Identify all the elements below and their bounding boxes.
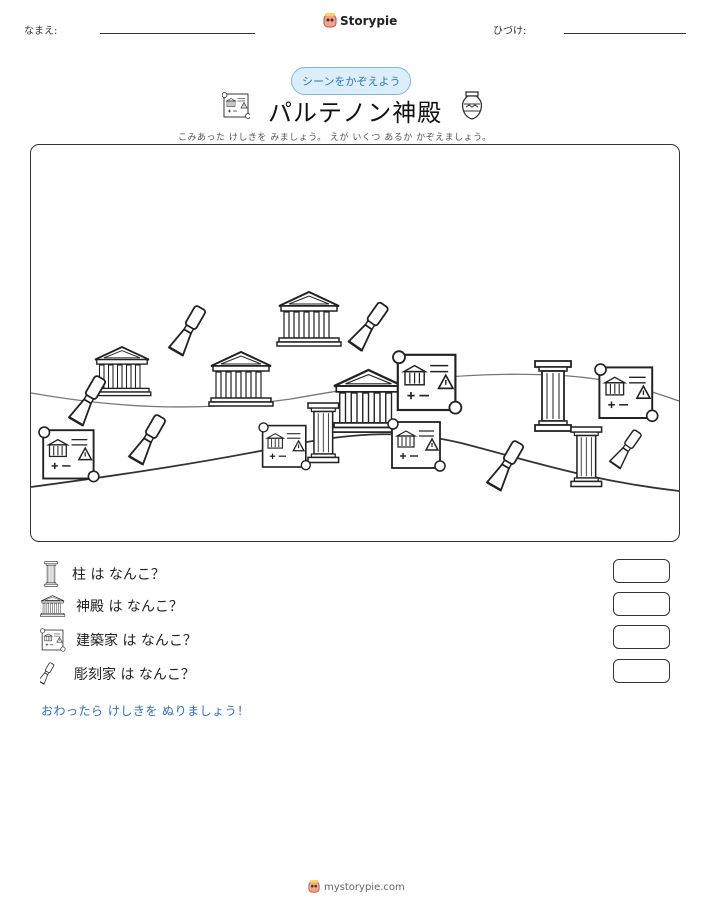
- blueprint-icon: [40, 628, 66, 652]
- site-footer: mystorypie.com: [308, 880, 405, 894]
- vase-icon: [459, 91, 485, 125]
- name-line[interactable]: [100, 33, 255, 34]
- question-label: 柱 は なんこ？: [72, 567, 165, 583]
- scene-frame: [30, 144, 680, 542]
- blueprint-icon: [258, 422, 312, 471]
- blueprint-icon: [594, 363, 659, 423]
- page-subtitle: こみあった けしきを みましょう。 えが いくつ あるか かぞえましょう。: [178, 133, 492, 143]
- answer-box[interactable]: [613, 625, 670, 649]
- brand-logo: Storypie: [323, 13, 397, 29]
- chisel-icon: [127, 411, 170, 466]
- question-row: 神殿 は なんこ？: [40, 594, 183, 618]
- site-url[interactable]: mystorypie.com: [324, 881, 405, 893]
- blueprint-icon: [391, 350, 463, 415]
- chisel-icon: [167, 302, 210, 357]
- coloring-instruction: おわったら けしきを ぬりましょう！: [41, 704, 250, 718]
- answer-box[interactable]: [613, 592, 670, 616]
- blueprint-icon: [221, 92, 251, 124]
- answer-box[interactable]: [613, 659, 670, 683]
- question-row: 建築家 は なんこ？: [40, 627, 197, 653]
- question-label: 建築家 は なんこ？: [76, 633, 197, 649]
- temple-icon: [276, 291, 342, 347]
- chisel-icon: [485, 437, 528, 492]
- chisel-icon: [40, 661, 56, 685]
- question-label: 彫刻家 は なんこ？: [74, 667, 195, 683]
- date-line[interactable]: [564, 33, 686, 34]
- chisel-icon: [608, 427, 645, 470]
- blueprint-icon: [387, 418, 446, 472]
- question-row: 彫刻家 は なんこ？: [40, 661, 195, 687]
- column-icon: [534, 360, 572, 432]
- activity-badge: シーンをかぞえよう: [291, 67, 412, 95]
- temple-icon: [40, 595, 66, 617]
- brand-name: Storypie: [340, 14, 398, 28]
- question-label: 神殿 は なんこ？: [76, 599, 183, 615]
- question-row: 柱 は なんこ？: [40, 561, 165, 587]
- storypie-mascot-icon: [308, 880, 320, 893]
- temple-icon: [208, 351, 274, 407]
- date-label: ひづけ:: [493, 26, 527, 37]
- column-icon: [44, 561, 58, 587]
- blueprint-icon: [38, 426, 100, 483]
- scene-illustration: [30, 291, 680, 492]
- chisel-icon: [347, 299, 392, 352]
- storypie-mascot-icon: [323, 13, 337, 28]
- answer-box[interactable]: [613, 559, 670, 583]
- front-hill-line: [30, 433, 680, 492]
- name-label: なまえ:: [24, 26, 58, 37]
- column-icon: [570, 426, 603, 488]
- page-title: パルテノン神殿: [268, 99, 443, 127]
